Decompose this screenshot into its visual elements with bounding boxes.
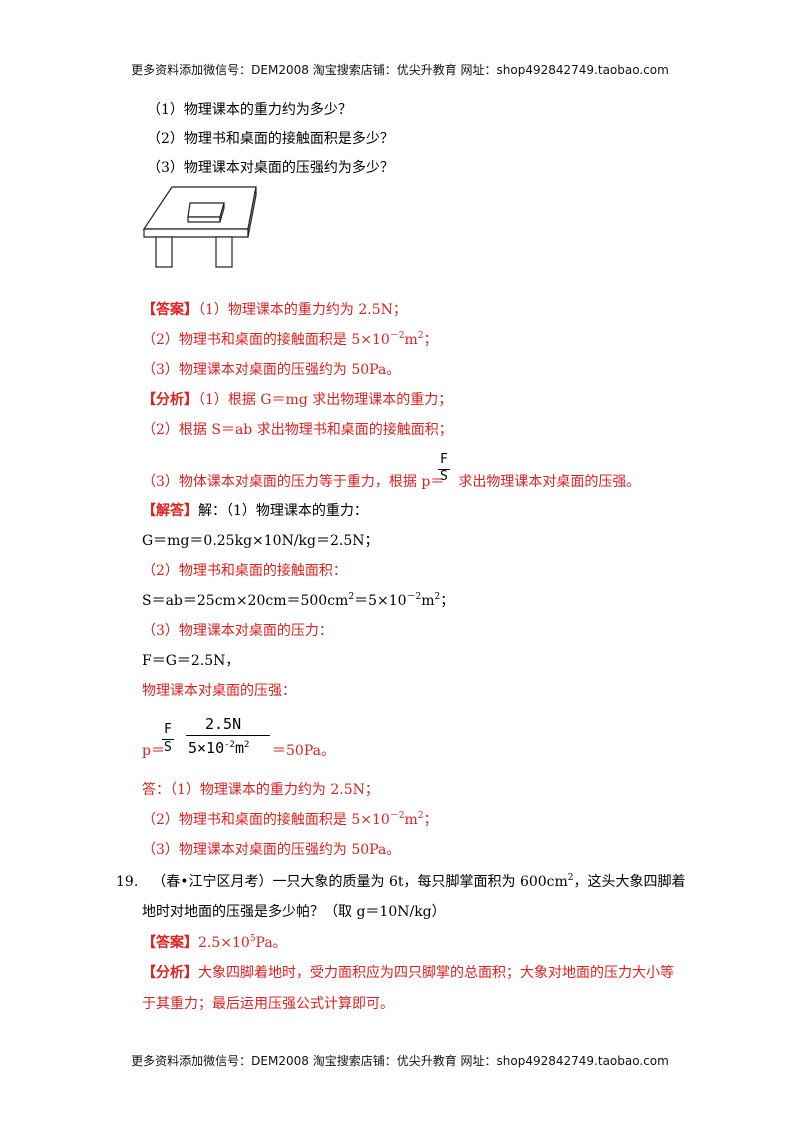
answer-tag: 【答案】: [142, 302, 198, 318]
solution-step-4: （3）物理课本对桌面的压力：: [142, 623, 333, 639]
formula-fs-bar: [162, 739, 174, 740]
final-2: （2）物理书和桌面的接触面积是 5×10－2m2；: [142, 811, 438, 829]
solution-step-6: 物理课本对桌面的压强：: [142, 683, 296, 699]
solution-step-1: G＝mg＝0.25kg×10N/kg＝2.5N；: [142, 533, 379, 549]
solution-step-5: F＝G＝2.5N，: [142, 653, 240, 669]
answer-2: （2）物理书和桌面的接触面积是 5×10－2m2；: [142, 331, 438, 349]
formula-main-bar: [186, 735, 270, 736]
q19-analysis-1: 【分析】大象四脚着地时，受力面积应为四只脚掌的总面积；大象对地面的压力大小等: [142, 965, 674, 981]
analysis-2: （2）根据 S＝ab 求出物理书和桌面的接触面积；: [142, 422, 453, 438]
fraction-s: S: [440, 469, 448, 484]
fraction-bar: [438, 469, 450, 470]
analysis-3: （3）物体课本对桌面的压力等于重力，根据 p＝求出物理课本对桌面的压强。: [142, 474, 641, 490]
formula-result: ＝50Pa。: [272, 743, 335, 759]
solution-tag: 【解答】: [142, 503, 198, 519]
q19-number: 19.: [116, 874, 139, 890]
formula-p-label: p＝: [142, 743, 165, 759]
question-3: （3）物理课本对桌面的压强约为多少？: [147, 160, 394, 176]
question-2: （2）物理书和桌面的接触面积是多少？: [147, 131, 394, 147]
formula-f: F: [164, 722, 172, 737]
q19-answer: 【答案】2.5×105Pa。: [142, 934, 287, 952]
table-book-illustration: [142, 186, 257, 268]
final-tag: 答：: [142, 782, 170, 798]
q19-line-1: 19.（春•江宁区月考）一只大象的质量为 6t，每只脚掌面积为 600cm2，这…: [116, 873, 686, 891]
page-header: 更多资料添加微信号：DEM2008 淘宝搜索店铺：优尖升教育 网址：shop49…: [131, 63, 669, 77]
solution-step-3: S＝ab＝25cm×20cm＝500cm2＝5×10－2m2；: [142, 592, 455, 610]
answer-1: 【答案】（1）物理课本的重力约为 2.5N；: [142, 302, 407, 318]
formula-numerator: 2.5N: [205, 715, 242, 733]
question-1: （1）物理课本的重力约为多少？: [147, 102, 352, 118]
analysis-tag: 【分析】: [142, 392, 198, 408]
final-1: 答：（1）物理课本的重力约为 2.5N；: [142, 782, 379, 798]
q19-line-2: 地时对地面的压强是多少帕？（取 g＝10N/kg）: [142, 904, 446, 920]
formula-s: S: [164, 740, 172, 755]
final-3: （3）物理课本对桌面的压强约为 50Pa。: [142, 842, 401, 858]
answer-3: （3）物理课本对桌面的压强约为 50Pa。: [142, 362, 401, 378]
q19-analysis-2: 于其重力；最后运用压强公式计算即可。: [142, 996, 394, 1012]
fraction-f: F: [440, 452, 448, 467]
page-footer: 更多资料添加微信号：DEM2008 淘宝搜索店铺：优尖升教育 网址：shop49…: [131, 1054, 669, 1068]
analysis-1: 【分析】（1）根据 G＝mg 求出物理课本的重力；: [142, 392, 453, 408]
formula-denominator: 5×10-2m2: [188, 739, 250, 757]
solution-intro: 【解答】解：（1）物理课本的重力：: [142, 503, 368, 519]
solution-step-2: （2）物理书和桌面的接触面积：: [142, 563, 347, 579]
